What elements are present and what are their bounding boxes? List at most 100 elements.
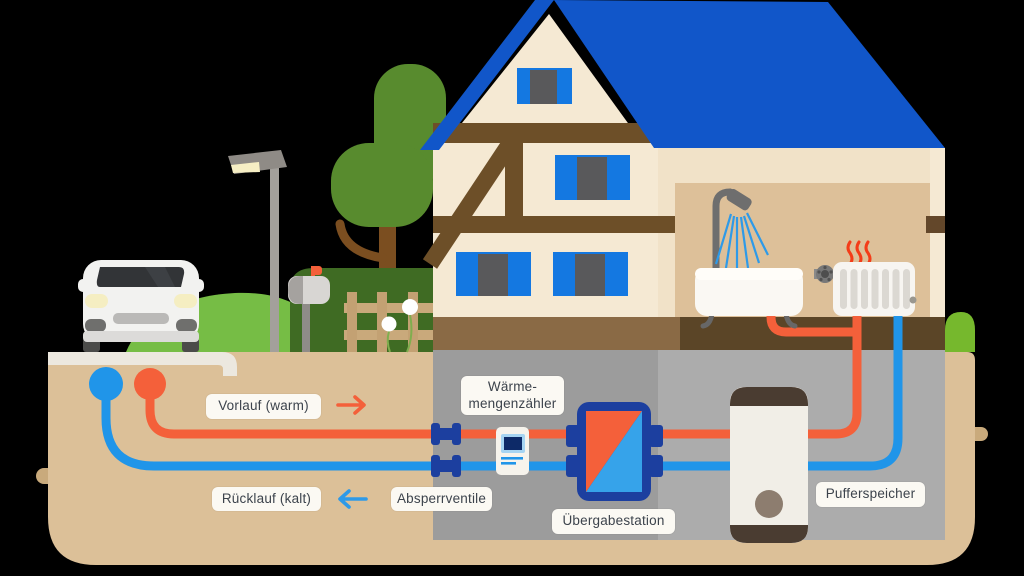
label-shutoff-valves: Absperrventile: [391, 487, 492, 511]
tank-body: [730, 387, 808, 543]
dandelions: [381, 299, 418, 353]
shower: [712, 188, 769, 270]
label-heat-meter: Wärme- mengenzähler: [461, 376, 564, 415]
car-windshield-glare: [145, 267, 175, 287]
supply-pipe-endpoint: [134, 368, 166, 400]
heat-meter-line: [501, 462, 516, 465]
car-headlight-left: [85, 294, 108, 308]
return-pipe-endpoint: [89, 367, 123, 401]
lamp-light: [231, 162, 260, 173]
ground-floor-window-right: [553, 252, 628, 296]
tank-top-cap: [730, 387, 808, 406]
bush: [945, 312, 975, 352]
second-floor-window: [555, 155, 630, 200]
label-heat-meter-line2: mengenzähler: [468, 395, 557, 411]
return-arrow-icon: [338, 489, 368, 509]
heat-meter-line: [501, 457, 523, 460]
timber-beam-upper: [433, 123, 658, 143]
shower-head: [726, 189, 752, 211]
dandelion-flower: [402, 299, 418, 315]
return-pipe-street: [101, 398, 600, 471]
supply-pipe-house: [648, 313, 862, 439]
station-port: [566, 425, 580, 447]
pipes: [101, 298, 903, 471]
tree: [331, 64, 446, 310]
dandelion-stem: [386, 330, 391, 353]
bathtub: [695, 268, 803, 329]
valve-flange: [431, 423, 440, 445]
mailbox-post: [302, 300, 310, 352]
timber-beam-right: [926, 216, 945, 233]
radiator-drain: [909, 296, 917, 304]
valve-body: [438, 428, 454, 440]
lamp-pole: [270, 168, 279, 352]
timber-beam-vertical: [505, 143, 523, 219]
valve-dot: [823, 265, 827, 270]
car-grille: [113, 313, 169, 324]
heat-meter-display: [504, 437, 522, 450]
thermostat-valve-center: [821, 270, 829, 278]
foundation: [433, 317, 680, 352]
shutoff-valves: [431, 423, 461, 477]
roof-left-edge: [420, 0, 554, 150]
mailbox: [288, 266, 330, 352]
shower-spray: [714, 212, 769, 270]
dandelion-stem: [406, 314, 413, 353]
valve-flange: [452, 423, 461, 445]
valve-dot: [817, 270, 821, 274]
attic-window: [517, 68, 572, 104]
valve-dot: [827, 277, 831, 282]
fence-post: [408, 292, 418, 352]
station-port: [566, 455, 580, 477]
car-vent-left: [85, 319, 106, 332]
car-vent-right: [176, 319, 197, 332]
supply-arrow-icon: [336, 395, 366, 415]
buffer-tank: [730, 387, 808, 543]
transfer-station: [566, 402, 663, 501]
mailbox-flag-top: [311, 266, 322, 275]
label-buffer-tank: Pufferspeicher: [816, 482, 925, 507]
timber-beam-lower: [433, 216, 675, 233]
radiator-ribs: [840, 269, 910, 309]
street-lamp: [228, 150, 287, 352]
fence-rail-top: [344, 303, 433, 313]
ground-floor-window-left: [456, 252, 531, 296]
supply-pipe-bathtub: [766, 298, 857, 337]
label-heat-meter-line1: Wärme-: [487, 378, 538, 394]
window-pane: [530, 70, 557, 104]
car-bumper: [83, 331, 199, 342]
station-port: [649, 425, 663, 447]
window-pane: [478, 254, 508, 296]
mailbox-door: [288, 276, 303, 304]
label-return-pipe: Rücklauf (kalt): [212, 487, 321, 511]
tank-port: [755, 490, 783, 518]
valve-dot: [829, 270, 833, 274]
valve-dot: [819, 277, 823, 282]
tree-canopy-bottom: [331, 143, 433, 227]
tree-branch: [335, 219, 388, 263]
window-pane: [577, 157, 607, 200]
heat-meter: [496, 427, 529, 475]
timber-diagonal: [422, 134, 521, 269]
return-pipe-house: [648, 313, 903, 471]
label-supply-pipe: Vorlauf (warm): [206, 394, 321, 419]
station-cold-side: [586, 411, 642, 492]
window-pane: [575, 254, 605, 296]
car-headlight-right: [174, 294, 197, 308]
station-port: [649, 455, 663, 477]
label-transfer-station: Übergabestation: [552, 509, 675, 534]
tank-bottom-cap: [730, 525, 808, 543]
valve-flange: [431, 455, 440, 477]
valve-body: [438, 460, 454, 472]
supply-pipe-street: [145, 396, 600, 439]
fence-post: [347, 292, 357, 352]
roof-main: [554, 0, 945, 148]
heat-waves-icon: [846, 240, 872, 266]
dandelion-flower: [381, 316, 397, 332]
radiator: [814, 240, 917, 316]
car: [78, 260, 204, 352]
bathtub-rim: [695, 268, 803, 280]
valve-flange: [452, 455, 461, 477]
